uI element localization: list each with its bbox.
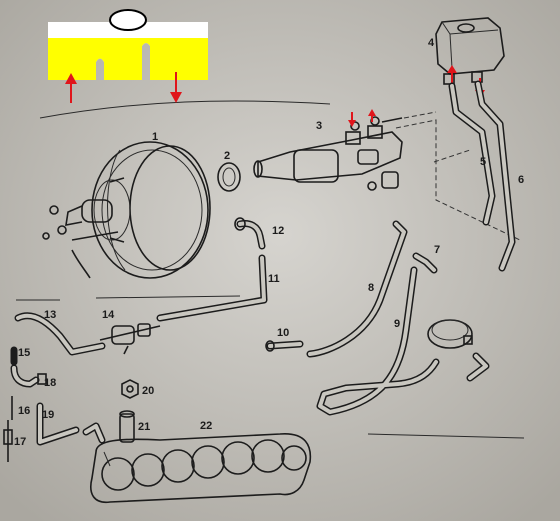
part-9-hose: [316, 266, 440, 416]
label-part-15: 15: [18, 347, 30, 359]
label-part-5: 5: [480, 156, 486, 168]
part-12-elbow: [234, 217, 266, 250]
label-part-6: 6: [518, 174, 524, 186]
label-part-11: 11: [268, 273, 280, 285]
part-8-hose: [306, 220, 408, 358]
label-part-1: 1: [152, 131, 158, 143]
label-part-16: 16: [18, 405, 30, 417]
part-2-seal-ring: [217, 162, 241, 192]
part-3-master-cylinder: [253, 111, 521, 241]
part-21-fitting: [82, 410, 135, 444]
reservoir-arrow-up-head: [447, 65, 457, 73]
mc-arrow-up-head: [368, 109, 376, 116]
label-part-13: 13: [44, 309, 56, 321]
part-10-hose: [265, 340, 304, 352]
parts-15-18-fittings: [3, 346, 47, 462]
label-part-12: 12: [272, 225, 284, 237]
label-part-21: 21: [138, 421, 150, 433]
part-19-line: [36, 402, 80, 446]
part-filter-cap: [427, 319, 490, 382]
footer-rule: [367, 433, 525, 439]
label-part-17: 17: [14, 436, 26, 448]
down-arrow-head: [170, 92, 182, 103]
label-part-7: 7: [434, 244, 440, 256]
label-part-8: 8: [368, 282, 374, 294]
part-14-check-valve: [99, 323, 161, 355]
label-part-3: 3: [316, 120, 322, 132]
part-13-line: [14, 312, 106, 356]
label-part-20: 20: [142, 385, 154, 397]
label-part-14: 14: [102, 309, 115, 321]
label-part-19: 19: [42, 409, 54, 421]
part-6-hose: [474, 80, 516, 272]
header-rule: [39, 100, 331, 119]
overlay-ellipse: [109, 9, 147, 31]
part-11-vacuum-line: [156, 254, 268, 322]
label-part-4: 4: [428, 37, 435, 49]
label-part-9: 9: [394, 318, 400, 330]
mc-arrow-down-head: [348, 120, 356, 127]
annotation-overlay: [48, 9, 208, 103]
label-part-2: 2: [224, 150, 230, 162]
overlay-yellow-fill: [48, 38, 208, 80]
part-22-clip-strip: [90, 433, 312, 503]
part-20-nut: [121, 379, 139, 399]
booster-rule: [95, 295, 241, 299]
part-7-elbow: [412, 252, 438, 274]
label-part-18: 18: [44, 377, 56, 389]
up-arrow-head: [65, 73, 77, 84]
part-5-hose: [448, 82, 496, 226]
label-part-10: 10: [277, 327, 289, 339]
label-part-22: 22: [200, 420, 212, 432]
part-1-brake-booster: [42, 141, 211, 279]
